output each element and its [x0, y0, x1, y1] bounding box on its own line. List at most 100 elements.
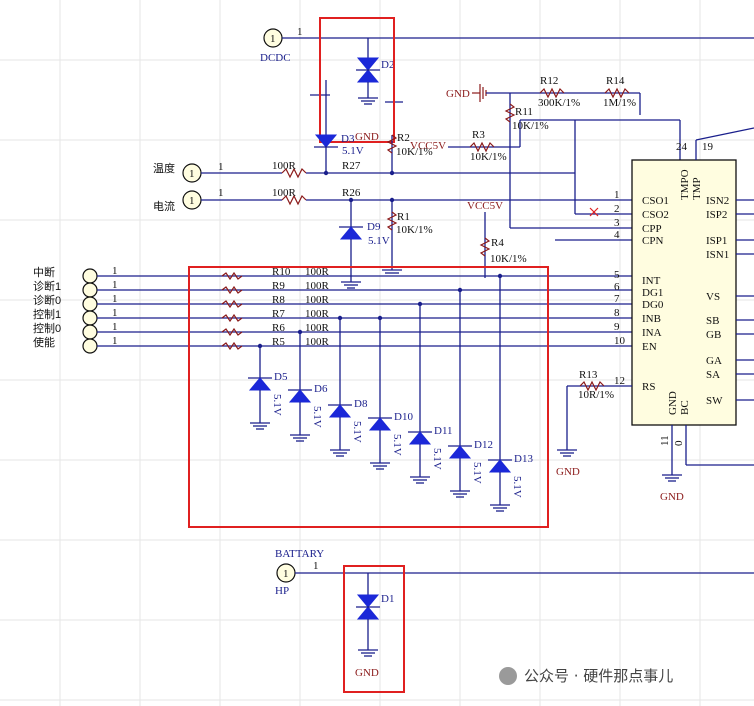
svg-text:5.1V: 5.1V: [368, 235, 390, 247]
bank-resistor-ref: R9: [272, 280, 285, 292]
svg-text:5.1V: 5.1V: [271, 394, 283, 416]
svg-text:100R: 100R: [272, 160, 297, 172]
svg-text:19: 19: [702, 141, 714, 153]
svg-text:1: 1: [218, 187, 224, 199]
svg-text:10K/1%: 10K/1%: [470, 151, 507, 163]
bank-resistor-ref: R10: [272, 266, 291, 278]
svg-text:5.1V: 5.1V: [471, 462, 483, 484]
svg-text:1: 1: [297, 26, 303, 38]
svg-text:诊断0: 诊断0: [33, 293, 61, 307]
svg-text:5.1V: 5.1V: [351, 421, 363, 443]
port-battary: BATTARY 1 HP 1: [275, 548, 324, 597]
svg-text:24: 24: [676, 141, 688, 153]
svg-text:1: 1: [112, 279, 118, 291]
svg-text:GND: GND: [355, 131, 379, 143]
svg-text:VCC5V: VCC5V: [467, 200, 503, 212]
highlight-box-d1: [343, 565, 405, 693]
svg-text:DCDC: DCDC: [260, 52, 291, 64]
svg-text:1: 1: [189, 168, 195, 180]
bank-resistor-ref: R7: [272, 308, 285, 320]
svg-text:BATTARY: BATTARY: [275, 548, 324, 560]
ic-pin-name: ISN2: [706, 195, 729, 207]
ic-pin-number: 5: [614, 269, 620, 281]
svg-text:D10: D10: [394, 411, 413, 423]
bank-resistor-val: 100R: [305, 308, 330, 320]
svg-text:电流: 电流: [153, 199, 175, 213]
svg-text:D3: D3: [341, 133, 355, 145]
ic-pin-name: ISP1: [706, 235, 727, 247]
bank-resistor-ref: R5: [272, 336, 285, 348]
svg-text:公众号 · 硬件那点事儿: 公众号 · 硬件那点事儿: [524, 667, 673, 685]
svg-text:5.1V: 5.1V: [342, 145, 364, 157]
svg-text:TMP: TMP: [691, 177, 703, 200]
ic-pin-name: RS: [642, 381, 655, 393]
port-multi: 中断 诊断1 诊断0 控制1 控制0 使能: [33, 265, 98, 354]
svg-text:D2: D2: [381, 59, 394, 71]
ic-pin-name: ISN1: [706, 249, 729, 261]
ic-pin-name: GB: [706, 329, 721, 341]
svg-text:TMPO: TMPO: [679, 169, 691, 200]
svg-text:300K/1%: 300K/1%: [538, 97, 580, 109]
svg-text:1: 1: [270, 33, 276, 45]
svg-text:R14: R14: [606, 75, 625, 87]
tvs-bank-diode: D12 5.1V: [448, 287, 493, 498]
svg-text:1M/1%: 1M/1%: [603, 97, 636, 109]
svg-text:1: 1: [112, 335, 118, 347]
svg-text:R26: R26: [342, 187, 361, 199]
ic-pin-number: 8: [614, 307, 620, 319]
ic-pin-name: DG1: [642, 287, 663, 299]
ic-pin-name: CSO1: [642, 195, 669, 207]
ic-pin-name: INB: [642, 313, 661, 325]
svg-text:R13: R13: [579, 369, 598, 381]
svg-text:GND: GND: [660, 491, 684, 503]
svg-text:1: 1: [112, 293, 118, 305]
svg-text:D1: D1: [381, 593, 394, 605]
svg-text:GND: GND: [667, 391, 679, 415]
ic-pin-name: INA: [642, 327, 662, 339]
svg-text:5.1V: 5.1V: [311, 406, 323, 428]
svg-text:10K/1%: 10K/1%: [490, 253, 527, 265]
ic-pin-name: SW: [706, 395, 723, 407]
svg-text:D12: D12: [474, 439, 493, 451]
svg-text:5.1V: 5.1V: [431, 448, 443, 470]
bank-resistor-val: 100R: [305, 336, 330, 348]
ic-pin-number: 10: [614, 335, 626, 347]
svg-text:10K/1%: 10K/1%: [396, 146, 433, 158]
svg-text:控制0: 控制0: [33, 321, 61, 335]
svg-text:控制1: 控制1: [33, 307, 61, 321]
ic-pin-name: GA: [706, 355, 722, 367]
port-dcdc: 1 DCDC 1: [260, 26, 303, 64]
tvs-bank-diode: D55.1V: [248, 343, 288, 430]
svg-text:100R: 100R: [272, 187, 297, 199]
svg-text:D6: D6: [314, 383, 328, 395]
svg-text:R4: R4: [491, 237, 504, 249]
svg-text:1: 1: [283, 568, 289, 580]
port-dianliu: 电流 1 1: [153, 187, 224, 213]
svg-text:10R/1%: 10R/1%: [578, 389, 614, 401]
svg-text:1: 1: [313, 560, 319, 572]
svg-text:BC: BC: [679, 400, 691, 415]
svg-text:0: 0: [673, 440, 685, 446]
svg-text:5.1V: 5.1V: [391, 434, 403, 456]
svg-text:D8: D8: [354, 398, 368, 410]
svg-text:R3: R3: [472, 129, 485, 141]
svg-text:温度: 温度: [153, 161, 175, 175]
bank-resistor-val: 100R: [305, 294, 330, 306]
svg-text:1: 1: [112, 321, 118, 333]
ic-pin-number: 6: [614, 281, 620, 293]
svg-text:诊断1: 诊断1: [33, 279, 61, 293]
svg-text:10K/1%: 10K/1%: [512, 120, 549, 132]
svg-text:11: 11: [659, 435, 671, 446]
tvs-bank-diode: D8 5.1V: [328, 315, 368, 457]
bank-resistor-val: 100R: [305, 280, 330, 292]
tvs-bank-diode: D6 5.1V: [288, 329, 328, 442]
watermark: 公众号 · 硬件那点事儿: [499, 667, 673, 685]
ic-pin-name: SB: [706, 315, 719, 327]
svg-text:R27: R27: [342, 160, 361, 172]
ic-pin-name: CPP: [642, 223, 662, 235]
ic-pin-name: EN: [642, 341, 657, 353]
ic-pin-name: ISP2: [706, 209, 727, 221]
bank-resistor-val: 100R: [305, 266, 330, 278]
